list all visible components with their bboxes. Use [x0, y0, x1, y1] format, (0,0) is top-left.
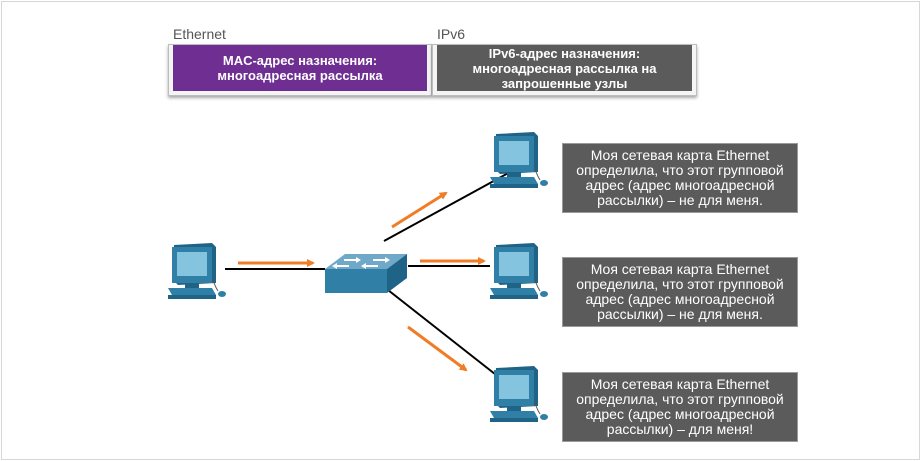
link-bottom — [387, 289, 501, 379]
note-middle: Моя сетевая карта Ethernet определила, ч… — [562, 257, 798, 327]
ipv6-destination-box: IPv6-адрес назначения: многоадресная рас… — [432, 44, 697, 96]
ipv6-destination-fill: IPv6-адрес назначения: многоадресная рас… — [437, 45, 692, 91]
note-top-line3: адрес (адрес многоадресной — [585, 177, 775, 193]
arrow-to-top — [391, 191, 448, 229]
mac-destination-line1: MAC-адрес назначения: — [222, 53, 378, 68]
note-bottom-line2: определила, что этот групповой — [576, 391, 784, 407]
arrow-to-bottom — [407, 325, 468, 372]
ipv6-label: IPv6 — [437, 26, 466, 42]
source-pc-icon — [167, 242, 227, 300]
note-middle-line1: Моя сетевая карта Ethernet — [590, 261, 770, 277]
note-bottom: Моя сетевая карта Ethernet определила, ч… — [562, 372, 798, 442]
note-top-line2: определила, что этот групповой — [576, 162, 784, 178]
note-middle-line4: рассылки) – не для меня. — [597, 306, 763, 322]
mac-destination-fill: MAC-адрес назначения: многоадресная расс… — [173, 45, 427, 91]
note-middle-line2: определила, что этот групповой — [576, 276, 784, 292]
ethernet-label: Ethernet — [173, 26, 226, 42]
note-bottom-line3: адрес (адрес многоадресной — [585, 406, 775, 422]
note-top: Моя сетевая карта Ethernet определила, ч… — [562, 143, 798, 213]
note-middle-line3: адрес (адрес многоадресной — [585, 291, 775, 307]
ipv6-destination-line3: запрошенные узлы — [501, 75, 628, 91]
switch-icon — [325, 254, 407, 293]
host-top-pc-icon — [489, 131, 549, 189]
note-bottom-line4: рассылки) – для меня! — [606, 421, 754, 437]
link-top — [383, 170, 513, 242]
note-bottom-line1: Моя сетевая карта Ethernet — [590, 376, 770, 392]
ipv6-destination-line2: многоадресная рассылка на — [472, 60, 657, 76]
ipv6-destination-line1: IPv6-адрес назначения: — [488, 45, 641, 61]
mac-destination-box: MAC-адрес назначения: многоадресная расс… — [168, 44, 432, 96]
host-bottom-pc-icon — [489, 365, 549, 423]
note-top-line1: Моя сетевая карта Ethernet — [590, 147, 770, 163]
host-middle-pc-icon — [489, 242, 549, 300]
mac-destination-line2: многоадресная рассылка — [217, 68, 383, 83]
note-top-line4: рассылки) – не для меня. — [597, 192, 763, 208]
